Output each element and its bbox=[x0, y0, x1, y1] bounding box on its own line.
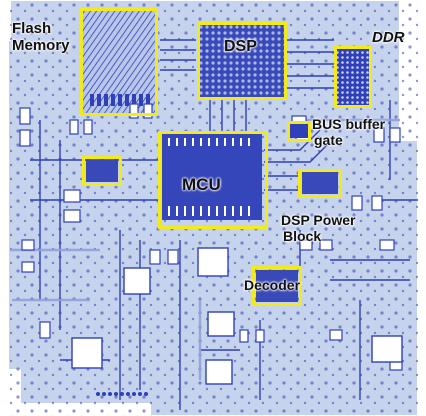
power-inductors bbox=[71, 247, 403, 385]
mcu-package bbox=[162, 134, 262, 220]
mcu-highlight bbox=[158, 131, 268, 229]
bus-buffer-gate-highlight bbox=[287, 121, 311, 142]
routing-traces bbox=[30, 39, 418, 410]
ddr-highlight bbox=[334, 46, 372, 108]
small-ic-left bbox=[86, 160, 118, 182]
mcu-label: MCU bbox=[182, 175, 221, 194]
ground-vias bbox=[96, 392, 148, 396]
ddr-chip bbox=[336, 48, 370, 106]
bus-buffer-gate-chip bbox=[290, 124, 308, 138]
dsp-power-highlight bbox=[298, 169, 342, 198]
flash-memory-highlight bbox=[80, 8, 158, 116]
dsp-label: DSP bbox=[224, 38, 257, 55]
flash-pins bbox=[90, 94, 150, 106]
flash-memory-label-line2: Memory bbox=[12, 37, 70, 54]
decoder-label: Decoder bbox=[244, 277, 301, 293]
decoder-highlight bbox=[252, 266, 302, 306]
mcu-pins bbox=[168, 138, 250, 216]
dsp-highlight bbox=[197, 22, 287, 100]
bus-buffer-gate-label-line2: gate bbox=[314, 132, 343, 148]
left-ic-highlight bbox=[82, 156, 122, 186]
flash-memory-label-line1: Flash bbox=[12, 20, 52, 37]
dsp-power-block-label-line1: DSP Power bbox=[281, 212, 356, 228]
decoder-chip bbox=[256, 270, 298, 302]
ddr-label: DDR bbox=[372, 29, 405, 46]
dsp-power-chip bbox=[302, 172, 338, 194]
dsp-power-block-label-line2: Block bbox=[283, 228, 322, 244]
flash-memory-label: Flash Memory bbox=[12, 20, 70, 54]
bus-buffer-gate-label: BUS buffer gate bbox=[312, 116, 385, 148]
dsp-power-block-label: DSP Power Block bbox=[281, 212, 355, 244]
bus-buffer-gate-label-line1: BUS buffer bbox=[312, 116, 386, 132]
dsp-bga bbox=[198, 24, 284, 98]
